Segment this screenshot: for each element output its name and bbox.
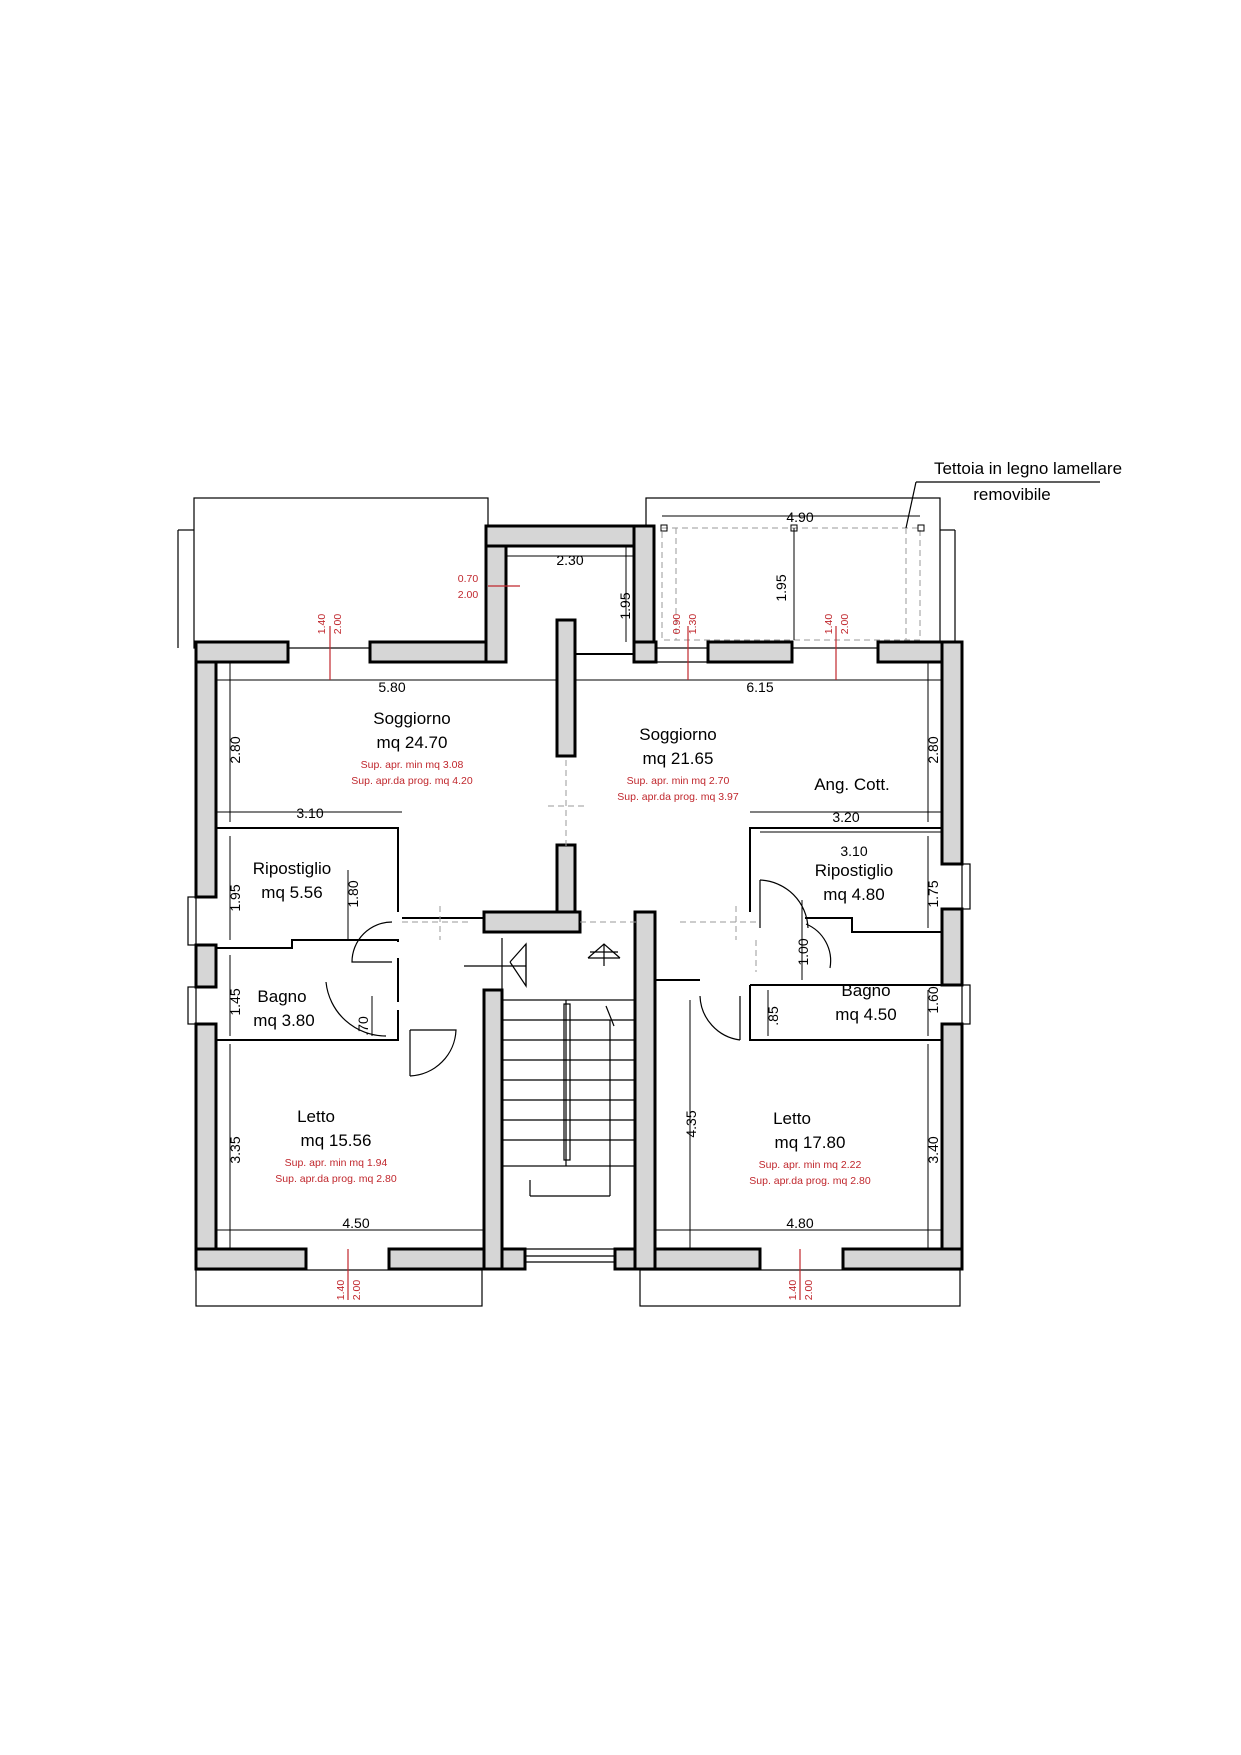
opening-4-height: 2.00: [839, 614, 851, 635]
dim-195-a: 1.95: [617, 592, 633, 619]
room-ripostiglio-right-area: mq 4.80: [823, 885, 884, 904]
dim-180: 1.80: [345, 880, 361, 907]
room-ripostiglio-right-name: Ripostiglio: [815, 861, 893, 880]
room-bagno-right-area: mq 4.50: [835, 1005, 896, 1024]
dim-145: 1.45: [227, 988, 243, 1015]
room-soggiorno-left-area: mq 24.70: [377, 733, 448, 752]
dim-310-left: 3.10: [296, 805, 323, 821]
dimension-texts: 5.80 6.15 2.30 4.90 3.10 3.20 3.10 4.50 …: [227, 509, 941, 1231]
balcony-bottom-left: [195, 1269, 483, 1307]
dim-085: .85: [765, 1006, 781, 1026]
walls: [194, 524, 964, 1271]
opening-labels: 0.70 2.00 1.40 2.00 0.90 1.30 1.40 2.00 …: [316, 573, 851, 1300]
dim-070: .70: [355, 1016, 371, 1036]
room-soggiorno-right-area: mq 21.65: [643, 749, 714, 768]
side-windows: [187, 661, 971, 1025]
note-line-1: Tettoia in legno lamellare: [934, 459, 1122, 478]
room-soggiorno-left-supmin: Sup. apr. min mq 3.08: [361, 759, 464, 771]
opening-5-width: 1.40: [335, 1280, 347, 1301]
room-letto-left-area: mq 15.56: [301, 1131, 372, 1150]
dim-335: 3.35: [227, 1136, 243, 1163]
staircase: [464, 938, 636, 1263]
dim-615: 6.15: [746, 679, 773, 695]
room-letto-left-name: Letto: [297, 1107, 335, 1126]
room-letto-right-supprog: Sup. apr.da prog. mq 2.80: [749, 1175, 871, 1187]
room-letto-left-supprog: Sup. apr.da prog. mq 2.80: [275, 1173, 397, 1185]
dim-175: 1.75: [925, 880, 941, 907]
opening-4-width: 1.40: [823, 614, 835, 635]
room-letto-right-area: mq 17.80: [775, 1133, 846, 1152]
partitions: [216, 653, 942, 1041]
dim-195-rip: 1.95: [227, 884, 243, 911]
room-letto-right-name: Letto: [773, 1109, 811, 1128]
room-letto-right-supmin: Sup. apr. min mq 2.22: [759, 1159, 862, 1171]
room-ripostiglio-left-area: mq 5.56: [261, 883, 322, 902]
opening-3-width: 0.90: [671, 614, 683, 635]
opening-6-width: 1.40: [787, 1280, 799, 1301]
room-letto-left-supmin: Sup. apr. min mq 1.94: [285, 1157, 388, 1169]
room-ang-cott-name: Ang. Cott.: [814, 775, 890, 794]
note-line-2: removibile: [973, 485, 1050, 504]
dim-100: 1.00: [795, 938, 811, 965]
dim-310-right: 3.10: [840, 843, 867, 859]
opening-2-width: 1.40: [316, 614, 328, 635]
opening-3-height: 1.30: [687, 614, 699, 635]
room-bagno-left-name: Bagno: [257, 987, 306, 1006]
dim-280-left: 2.80: [227, 736, 243, 763]
tettoia-note: Tettoia in legno lamellare removibile: [905, 459, 1122, 529]
room-bagno-left-area: mq 3.80: [253, 1011, 314, 1030]
room-soggiorno-right-name: Soggiorno: [639, 725, 717, 744]
opening-1-width: 0.70: [458, 573, 479, 585]
opening-5-height: 2.00: [351, 1280, 363, 1301]
opening-markers: [329, 585, 837, 1300]
dim-450: 4.50: [342, 1215, 369, 1231]
dim-230: 2.30: [556, 552, 583, 568]
opening-marks: [402, 760, 757, 972]
room-labels: Soggiorno mq 24.70 Sup. apr. min mq 3.08…: [253, 709, 897, 1187]
room-soggiorno-left-name: Soggiorno: [373, 709, 451, 728]
room-soggiorno-left-supprog: Sup. apr.da prog. mq 4.20: [351, 775, 473, 787]
opening-6-height: 2.00: [803, 1280, 815, 1301]
dim-490: 4.90: [786, 509, 813, 525]
dim-580: 5.80: [378, 679, 405, 695]
dim-160: 1.60: [925, 986, 941, 1013]
room-bagno-right-name: Bagno: [841, 981, 890, 1000]
pergola-structure: [660, 524, 925, 641]
doors: [325, 879, 832, 1077]
dim-195-b: 1.95: [773, 574, 789, 601]
dim-280-right: 2.80: [925, 736, 941, 763]
dim-340: 3.40: [925, 1136, 941, 1163]
room-soggiorno-right-supmin: Sup. apr. min mq 2.70: [627, 775, 730, 787]
dim-435: 4.35: [683, 1110, 699, 1137]
dim-480: 4.80: [786, 1215, 813, 1231]
opening-1-height: 2.00: [458, 589, 479, 601]
dimension-lines: [216, 515, 942, 1249]
room-soggiorno-right-supprog: Sup. apr.da prog. mq 3.97: [617, 791, 739, 803]
opening-2-height: 2.00: [332, 614, 344, 635]
dim-320: 3.20: [832, 809, 859, 825]
room-ripostiglio-left-name: Ripostiglio: [253, 859, 331, 878]
